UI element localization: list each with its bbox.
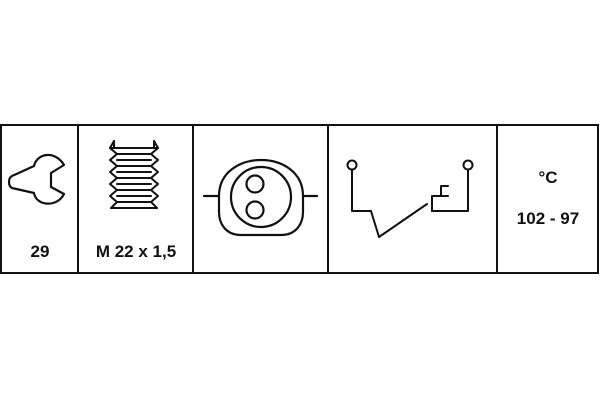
cell-wrench-size: 29: [7, 153, 66, 261]
cell-connector: [202, 158, 319, 237]
wrench-icon: [7, 153, 66, 205]
wrench-size-label: 29: [31, 242, 50, 261]
temperature-unit: °C: [538, 168, 557, 187]
temperature-range-label: 102 - 97: [517, 209, 579, 228]
thread-icon: [109, 140, 159, 209]
table-frame: [0, 124, 599, 274]
cell-thread: M 22 x 1,5: [96, 140, 176, 261]
cell-dividers: [77, 125, 498, 273]
cell-switch-symbol: [346, 159, 474, 238]
switch-symbol-icon: [346, 159, 474, 238]
thread-label: M 22 x 1,5: [96, 242, 176, 261]
cell-temperature: °C 102 - 97: [517, 168, 579, 228]
connector-icon: [202, 158, 319, 237]
